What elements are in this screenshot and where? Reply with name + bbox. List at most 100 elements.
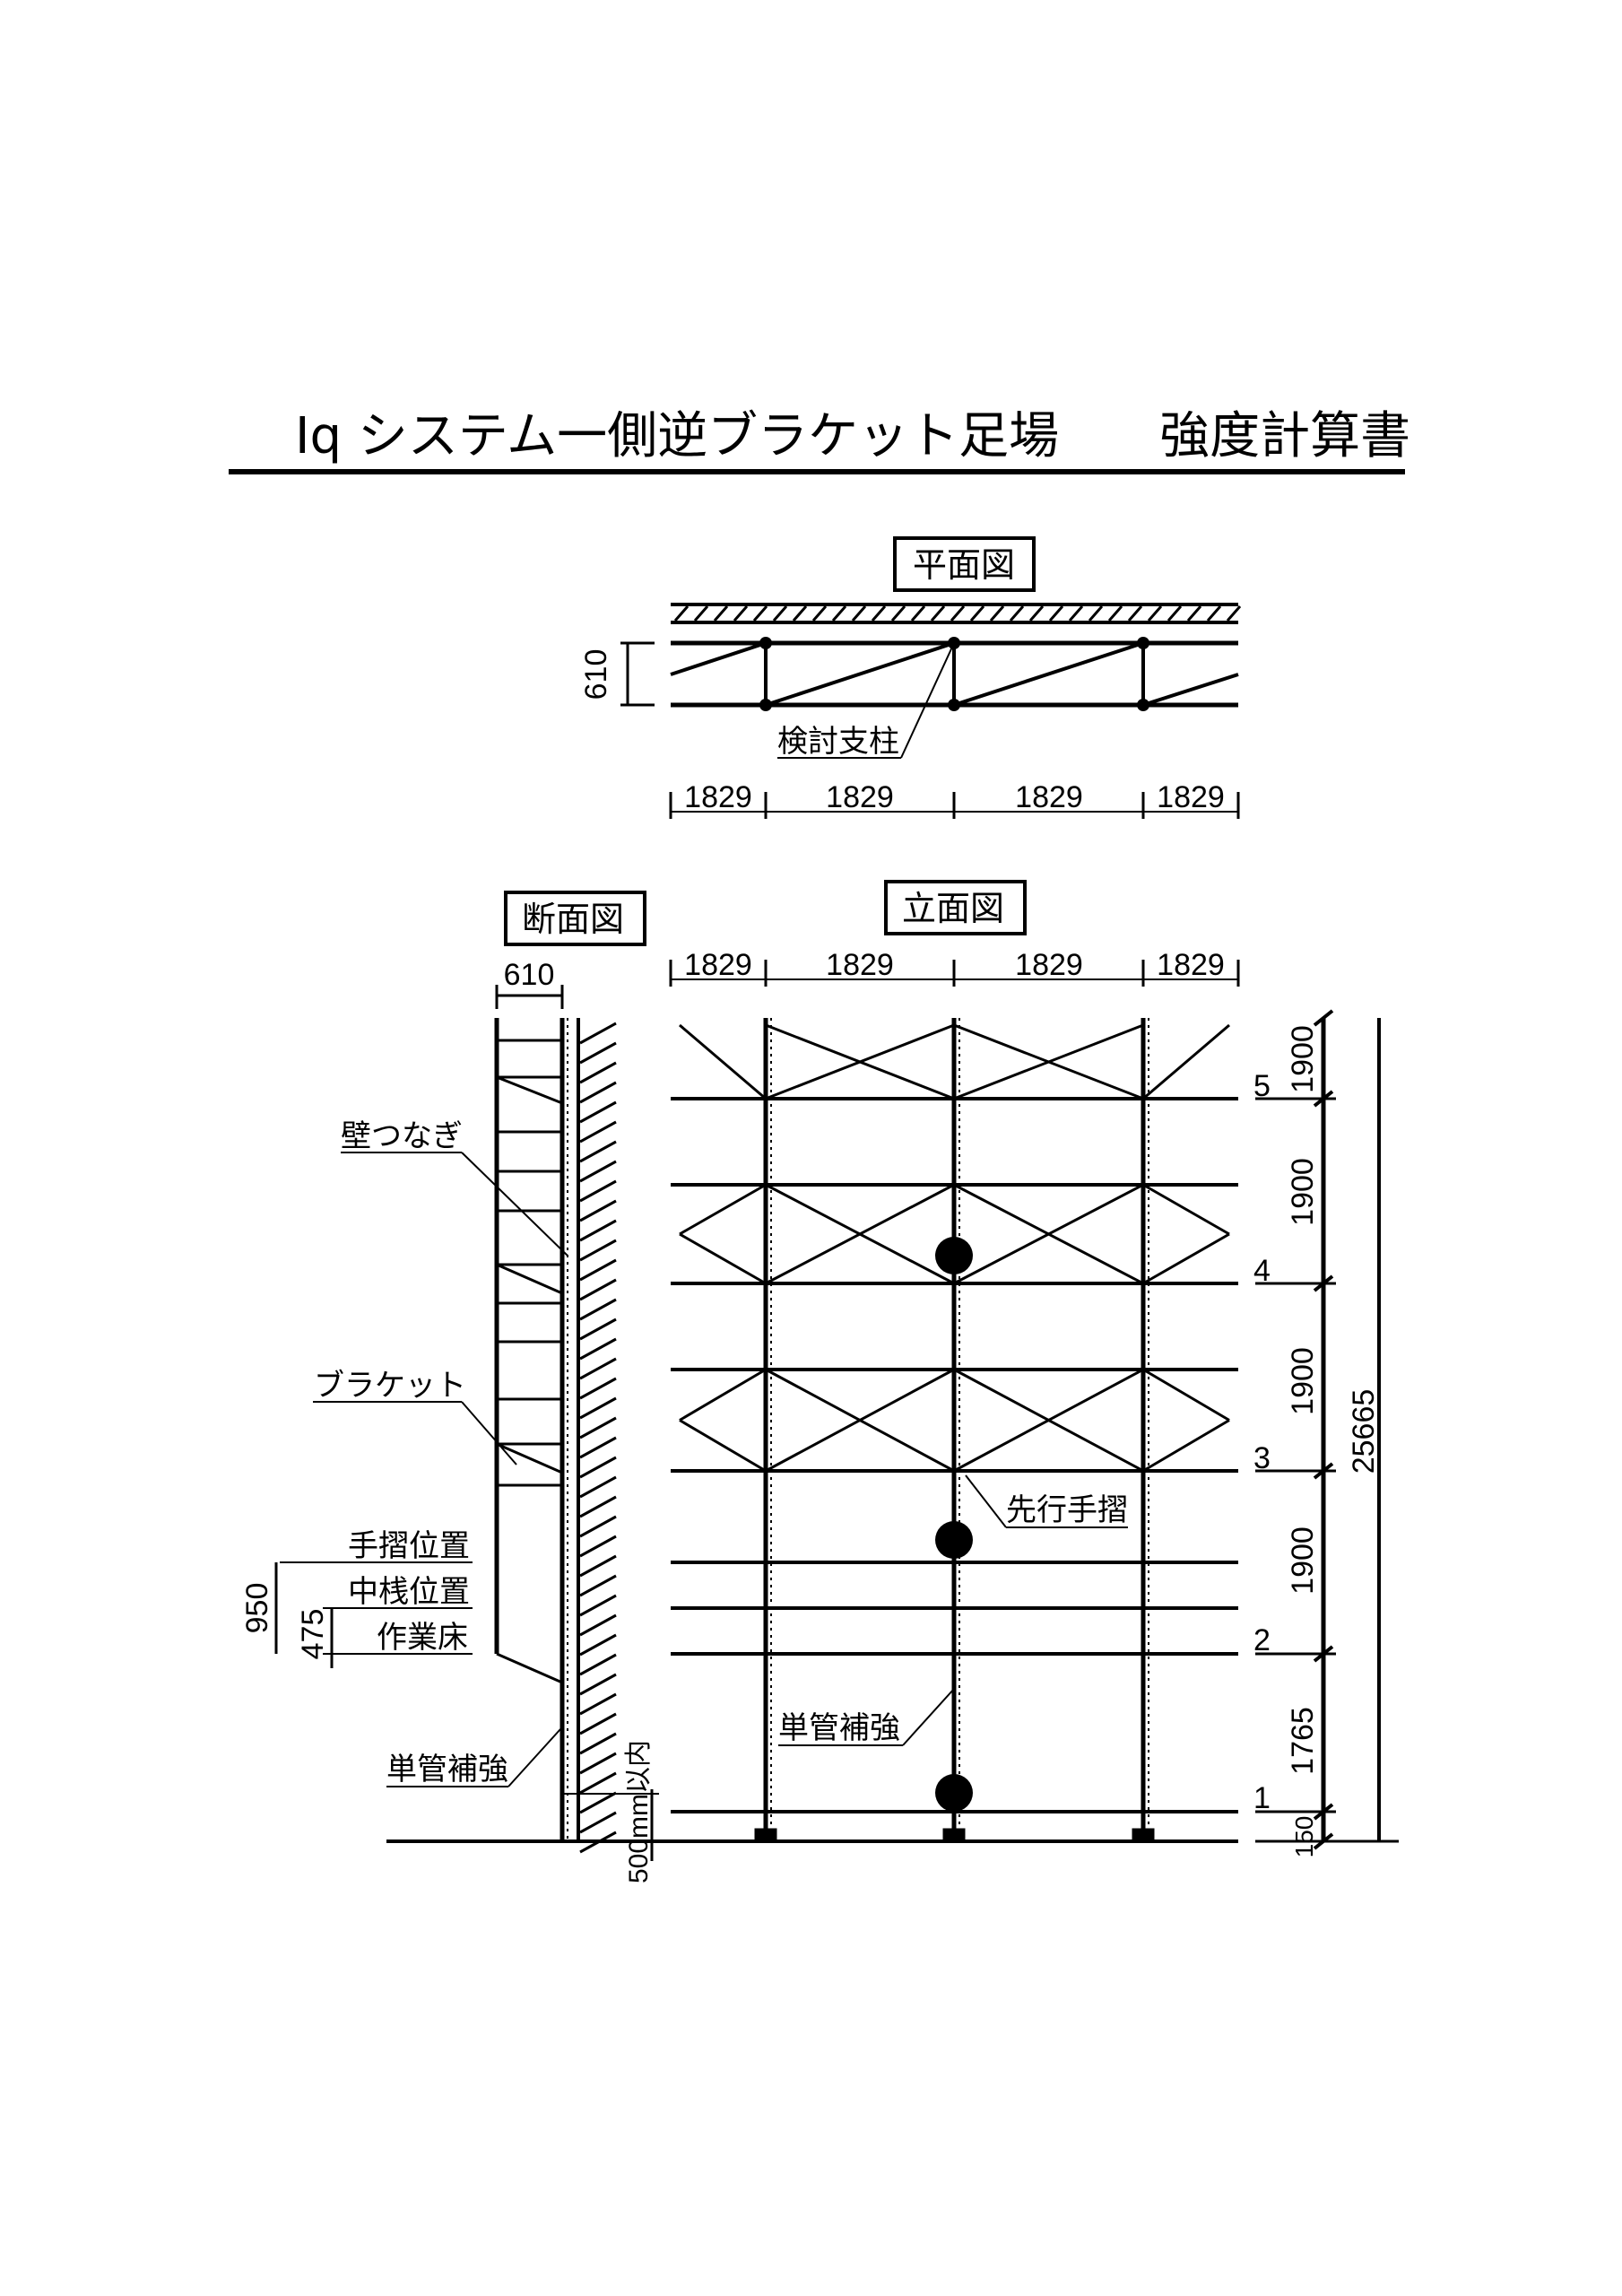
wall-hatch: [579, 1140, 617, 1163]
check-point-marker: [935, 1521, 973, 1559]
wall-hatch: [772, 605, 788, 622]
wall-hatch: [579, 1239, 617, 1262]
check-point-marker: [935, 1774, 973, 1812]
wall-hatch: [579, 1219, 617, 1242]
advance-handrail-leader: [965, 1474, 1007, 1528]
wall-hatch: [989, 605, 1005, 622]
wall-hatch: [1147, 605, 1163, 622]
plan-brace: [953, 641, 1144, 707]
wall-hatch: [579, 1594, 617, 1617]
wall-hatch: [579, 1298, 617, 1321]
wall-hatch: [579, 1061, 617, 1084]
wall-hatch: [1167, 605, 1183, 622]
level-height-3: 1900: [1286, 1347, 1320, 1415]
wall-hatch: [579, 1041, 617, 1065]
plan-view-label: 平面図: [913, 545, 1015, 585]
level-dim-tick: [1313, 1009, 1334, 1027]
wall-hatch: [579, 1692, 617, 1716]
wall-hatch: [752, 605, 768, 622]
level-dim-tick: [1313, 1645, 1334, 1663]
wall-hatch: [579, 1199, 617, 1222]
cross-brace: [679, 1023, 767, 1100]
cross-brace: [679, 1232, 767, 1285]
wall-hatch: [579, 1081, 617, 1104]
wall-hatch: [579, 1436, 617, 1459]
wall-hatch: [579, 1337, 617, 1361]
level-dim-tick: [1313, 1274, 1334, 1292]
wall-hatch: [1028, 605, 1045, 622]
wall-hatch: [579, 1771, 617, 1795]
cross-brace: [679, 1419, 767, 1473]
midrail-height-dim: 475: [296, 1609, 330, 1660]
wall-hatch: [579, 1357, 617, 1380]
wall-hatch: [950, 605, 966, 622]
midrail-position-label: 中桟位置: [348, 1574, 470, 1610]
wall-hatch: [579, 1811, 617, 1834]
wall-hatch: [930, 605, 946, 622]
wall-hatch: [579, 1258, 617, 1282]
cross-brace: [765, 1368, 955, 1473]
wall-hatch: [1127, 605, 1143, 622]
post-note-leader: [900, 642, 955, 759]
wall-hatch: [851, 605, 867, 622]
level-4: 4: [1253, 1254, 1271, 1288]
wall-hatch: [1088, 605, 1104, 622]
wall-hatch: [811, 605, 828, 622]
plan-brace: [765, 641, 955, 707]
elev-span-4: 1829: [1157, 948, 1225, 982]
section-view-label: 断面図: [522, 900, 624, 939]
wall-tie-label: 壁つなぎ: [341, 1118, 463, 1154]
wall-hatch: [910, 605, 926, 622]
cross-brace: [1142, 1183, 1230, 1236]
level-dim-tick: [1313, 1462, 1334, 1480]
total-height-dim: 25665: [1347, 1389, 1381, 1474]
wall-hatch: [890, 605, 906, 622]
wall-hatch: [579, 1120, 617, 1144]
wall-hatch: [579, 1673, 617, 1696]
wall-hatch: [579, 1495, 617, 1518]
wall-hatch: [579, 1574, 617, 1597]
cross-brace: [1142, 1419, 1230, 1473]
plan-span-2: 1829: [826, 780, 894, 814]
wall-hatch: [579, 1712, 617, 1735]
level-dim-tick: [1313, 1803, 1334, 1821]
single-pipe-leader: [902, 1688, 955, 1746]
wall-hatch: [579, 1100, 617, 1124]
wall-hatch: [579, 1752, 617, 1775]
wall-hatch: [871, 605, 887, 622]
elev-span-1: 1829: [684, 948, 752, 982]
wall-hatch: [579, 1416, 617, 1439]
check-point-marker: [935, 1237, 973, 1274]
bracket-leader: [461, 1401, 517, 1465]
plan-view-label-box: [893, 536, 1036, 592]
bracket-strut: [496, 1263, 563, 1295]
cross-brace: [953, 1023, 1144, 1100]
wall-hatch: [579, 1179, 617, 1203]
wall-hatch: [792, 605, 808, 622]
cross-brace: [765, 1023, 955, 1100]
level-height-4: 1900: [1286, 1158, 1320, 1226]
plan-depth-dim: 610: [579, 649, 613, 700]
handrail-position-label: 手摺位置: [348, 1528, 470, 1564]
wall-hatch: [733, 605, 749, 622]
bracket-label: ブラケット: [314, 1368, 466, 1404]
wall-hatch: [1107, 605, 1123, 622]
wall-hatch: [969, 605, 985, 622]
cross-brace: [679, 1183, 767, 1236]
wall-hatch: [831, 605, 847, 622]
wall-hatch: [579, 1613, 617, 1637]
single-pipe-leader: [507, 1728, 561, 1787]
wall-hatch: [579, 1633, 617, 1657]
wall-hatch: [579, 1377, 617, 1400]
wall-hatch: [579, 1515, 617, 1538]
base-jack: [754, 1828, 777, 1842]
plan-post-note: 検討支柱: [777, 724, 899, 760]
section-single-pipe-label: 単管補強: [386, 1752, 508, 1787]
cross-brace: [679, 1368, 767, 1422]
level-height-1: 1765: [1286, 1707, 1320, 1775]
wall-hatch: [1206, 605, 1222, 622]
wall-hatch: [579, 1554, 617, 1578]
wall-hatch: [1009, 605, 1025, 622]
level-dim-tick: [1313, 1090, 1334, 1108]
cross-brace: [1142, 1232, 1230, 1285]
